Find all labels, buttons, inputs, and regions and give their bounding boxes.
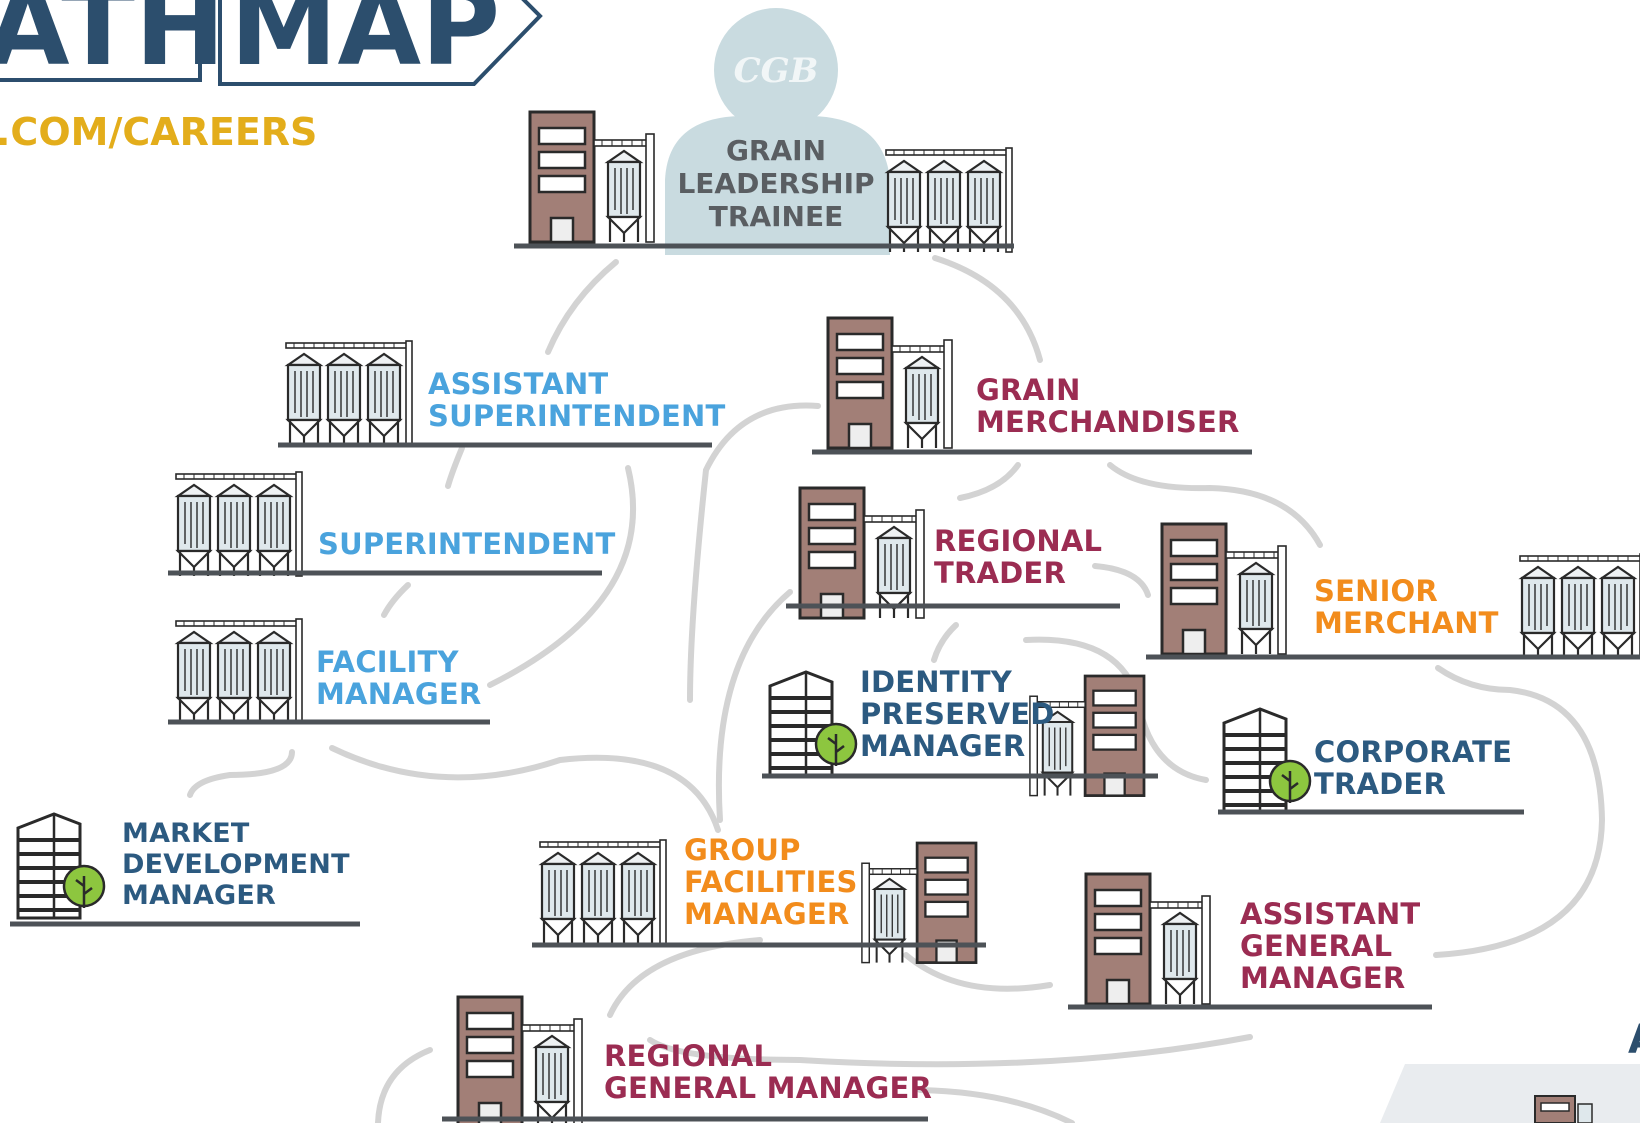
- node-identity-preserved-manager-graphic: [762, 670, 1158, 796]
- cgb-logo-text: CGB: [734, 51, 819, 91]
- role-line: TRADER: [1314, 767, 1446, 801]
- header-title-left: ATH: [0, 0, 226, 90]
- role-line: FACILITIES: [684, 865, 858, 899]
- role-regional-trader[interactable]: REGIONAL TRADER: [934, 525, 1102, 589]
- role-line: GROUP: [684, 833, 801, 867]
- role-corporate-trader[interactable]: CORPORATE TRADER: [1314, 736, 1512, 800]
- role-line: MANAGER: [316, 677, 482, 711]
- role-line: MARKET: [122, 818, 250, 849]
- role-line: MANAGER: [122, 880, 277, 911]
- role-line: SENIOR: [1314, 574, 1438, 608]
- center-role-line-1: GRAIN: [725, 134, 827, 167]
- role-assistant-superintendent[interactable]: ASSISTANT SUPERINTENDENT: [428, 368, 726, 432]
- corner-letter: A: [1628, 1020, 1640, 1060]
- node-group-facilities-manager-graphic: [532, 840, 986, 963]
- role-regional-general-manager[interactable]: REGIONAL GENERAL MANAGER: [604, 1040, 932, 1104]
- role-line: TRADER: [934, 556, 1066, 590]
- role-superintendent[interactable]: SUPERINTENDENT: [318, 528, 616, 560]
- role-line: ASSISTANT: [1240, 897, 1421, 931]
- role-line: MANAGER: [860, 729, 1026, 763]
- role-market-development-manager[interactable]: MARKET DEVELOPMENT MANAGER: [122, 818, 350, 911]
- node-assistant-superintendent-graphic: [278, 341, 712, 448]
- careers-url-link[interactable]: .COM/CAREERS: [0, 110, 318, 154]
- header-title-right: MAP: [230, 0, 501, 90]
- node-regional-trader-graphic: [786, 488, 1120, 618]
- role-group-facilities-manager[interactable]: GROUP FACILITIES MANAGER: [684, 834, 858, 930]
- role-line: MERCHANDISER: [976, 405, 1240, 439]
- center-avatar-body: [665, 116, 890, 255]
- corner-legend-fragment: [1380, 1064, 1640, 1123]
- role-line: FACILITY: [316, 645, 459, 679]
- role-assistant-general-manager[interactable]: ASSISTANT GENERAL MANAGER: [1240, 898, 1420, 994]
- role-grain-merchandiser[interactable]: GRAIN MERCHANDISER: [976, 374, 1240, 438]
- center-avatar-head: [714, 8, 838, 132]
- role-line: MANAGER: [1240, 961, 1406, 995]
- center-node: [514, 8, 1014, 255]
- role-line: SUPERINTENDENT: [318, 527, 616, 561]
- role-line: GRAIN: [976, 373, 1081, 407]
- center-role-line-3: TRAINEE: [708, 200, 844, 233]
- role-senior-merchant[interactable]: SENIOR MERCHANT: [1314, 575, 1499, 639]
- node-assistant-general-manager-graphic: [1068, 874, 1432, 1010]
- role-line: MERCHANT: [1314, 606, 1499, 640]
- node-facility-manager-graphic: [168, 619, 490, 725]
- role-line: ASSISTANT: [428, 367, 609, 401]
- role-line: GENERAL: [1240, 929, 1393, 963]
- role-identity-preserved-manager[interactable]: IDENTITY PRESERVED MANAGER: [860, 666, 1055, 762]
- node-superintendent-graphic: [168, 472, 602, 576]
- center-role-label: GRAIN LEADERSHIP TRAINEE: [676, 134, 876, 233]
- node-corporate-trader-graphic: [1218, 707, 1524, 815]
- role-facility-manager[interactable]: FACILITY MANAGER: [316, 646, 481, 710]
- role-line: CORPORATE: [1314, 735, 1513, 769]
- role-line: MANAGER: [684, 897, 850, 931]
- cgb-logo: CGB: [734, 51, 819, 91]
- node-regional-general-manager-graphic: [442, 997, 928, 1123]
- center-role-line-2: LEADERSHIP: [677, 167, 875, 200]
- role-line: REGIONAL: [604, 1039, 773, 1073]
- role-line: IDENTITY: [860, 665, 1012, 699]
- node-grain-merchandiser-graphic: [812, 318, 1252, 455]
- node-senior-merchant-graphic: [1146, 524, 1640, 660]
- header-banner: [0, 0, 543, 86]
- role-line: GENERAL MANAGER: [604, 1071, 933, 1105]
- role-line: SUPERINTENDENT: [428, 399, 726, 433]
- role-line: PRESERVED: [860, 697, 1055, 731]
- role-line: REGIONAL: [934, 524, 1103, 558]
- role-line: DEVELOPMENT: [122, 849, 350, 880]
- node-market-development-manager-graphic: [10, 812, 360, 927]
